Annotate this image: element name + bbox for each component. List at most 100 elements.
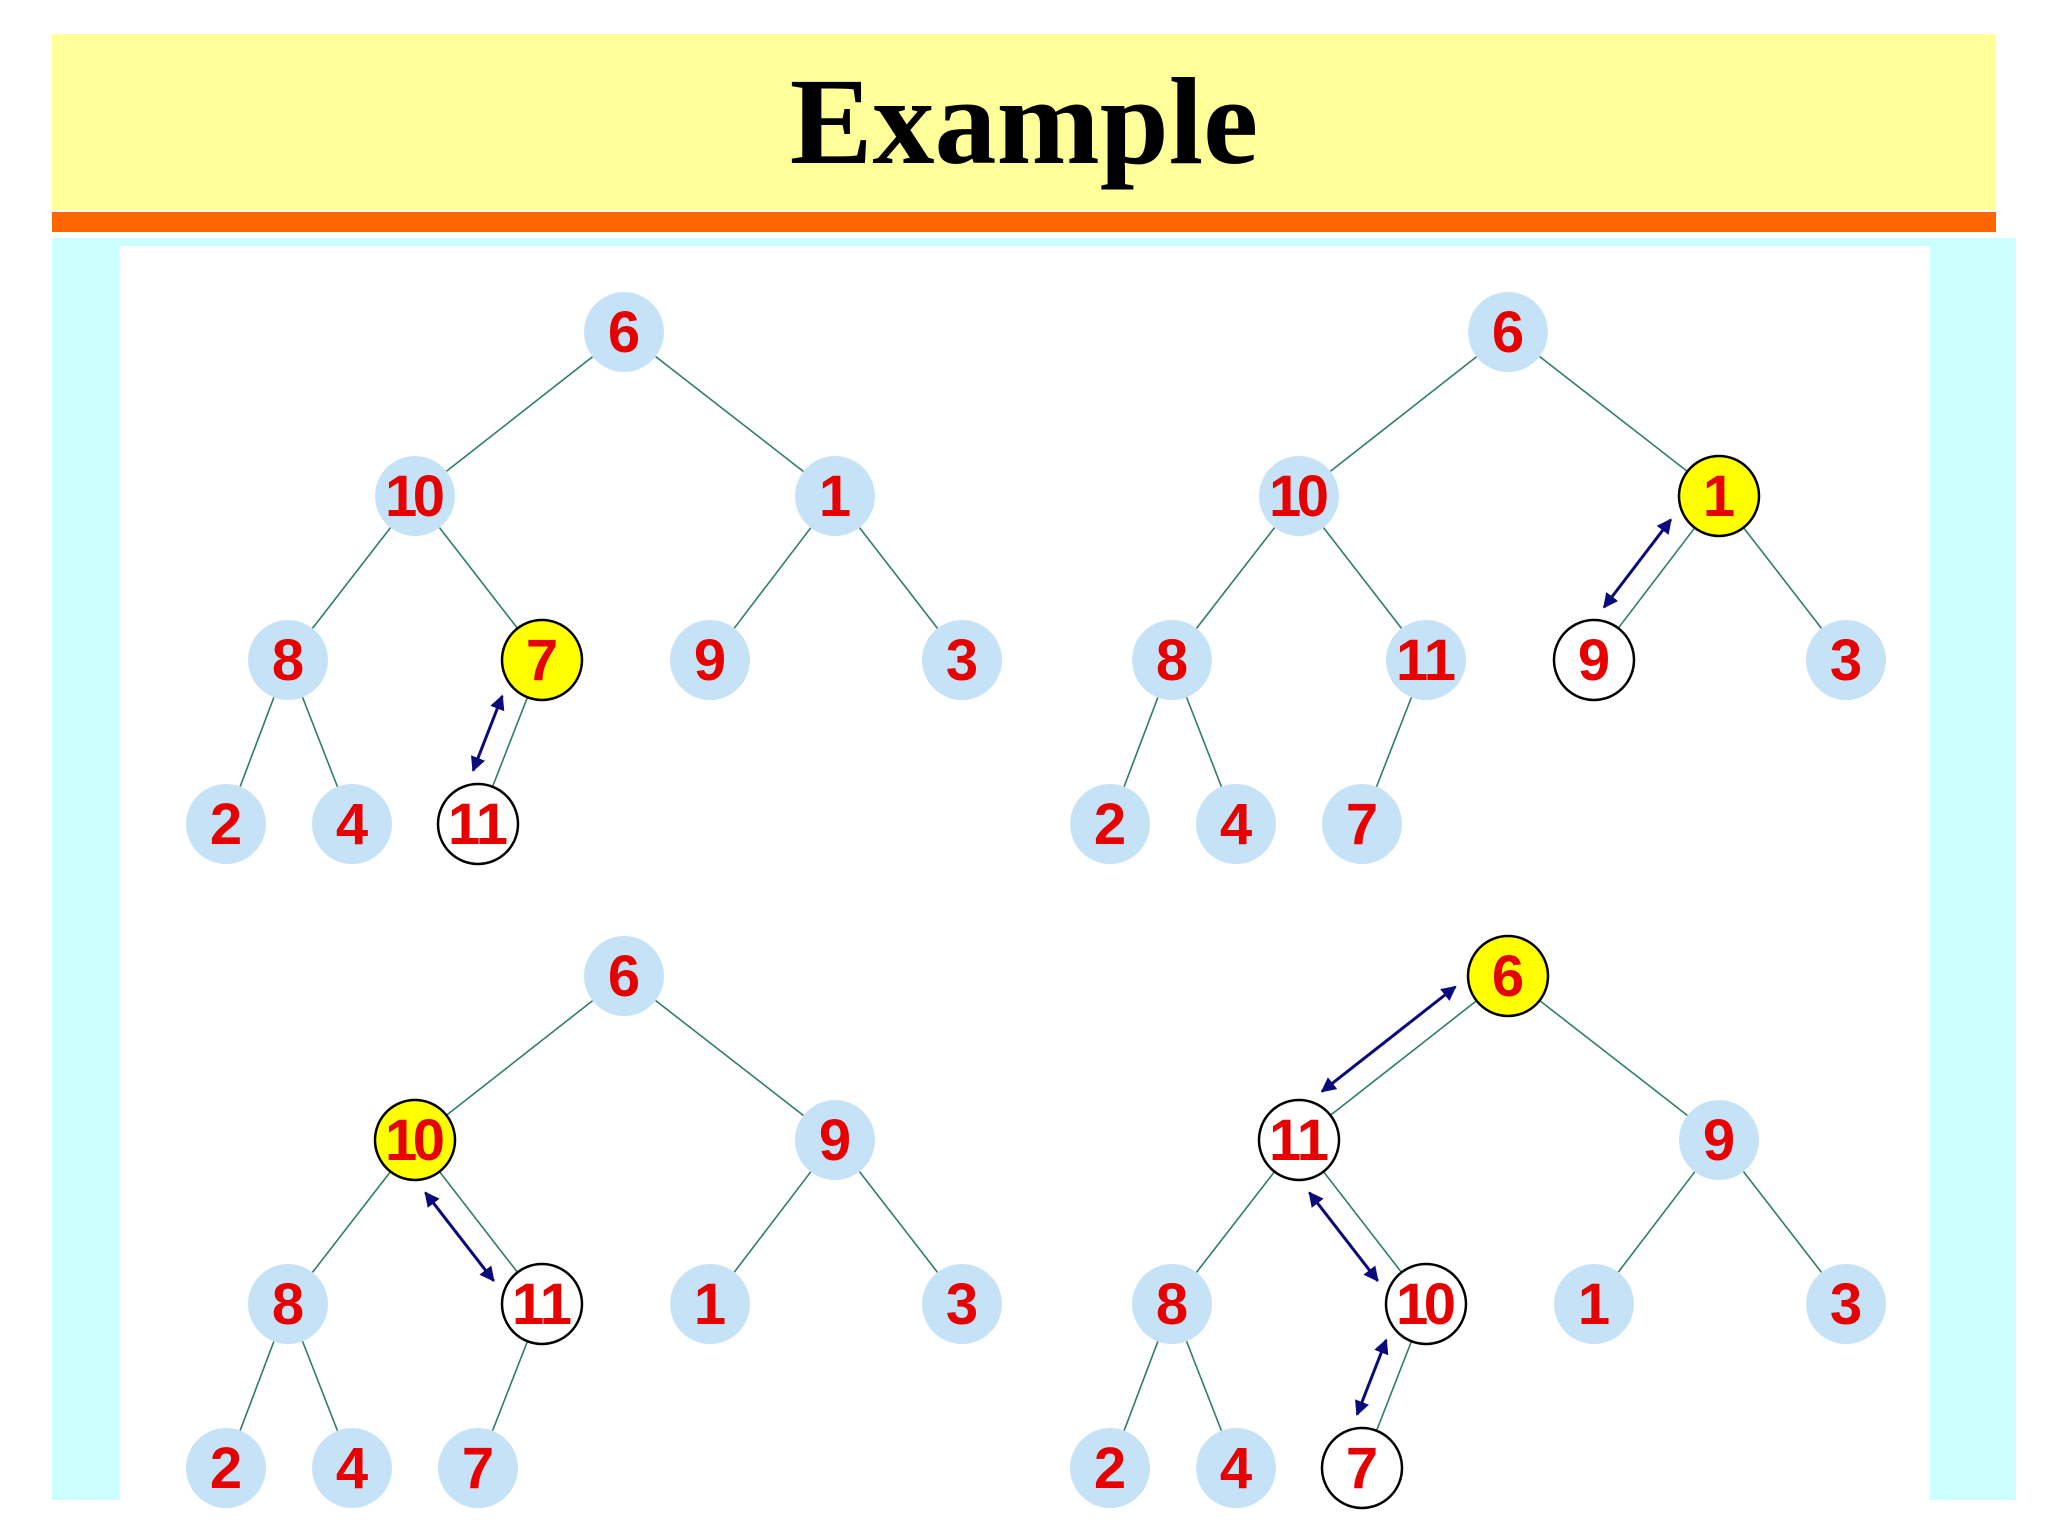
heap-node-circle [1806,620,1886,700]
heap-node-circle [795,1100,875,1180]
heap-node-label: 7 [1346,792,1378,857]
tree-edge [1123,1341,1159,1431]
heap-node-circle [922,620,1002,700]
tree-edge [1539,355,1688,473]
heap-node-label: 7 [462,1436,494,1501]
tree-edge [1329,1000,1478,1116]
tree-edge [1375,696,1413,788]
tree-edge [239,1341,275,1431]
heap-node-label: 11 [512,1272,572,1337]
heap-node-label: 6 [1492,300,1524,365]
tree-edge [1185,1340,1223,1432]
tree-edge [1329,356,1478,472]
heap-node-label: 8 [272,1272,304,1337]
heap-node-circle [1554,1264,1634,1344]
swap-arrow [1308,1191,1379,1282]
tree-edge [1742,1171,1823,1273]
heap-node-circle [1132,1264,1212,1344]
heap-node-label: 9 [694,628,726,693]
tree-edge [1123,697,1159,787]
tree-edge [1185,696,1223,788]
tree-edge [655,999,804,1117]
heap-node-circle [1070,784,1150,864]
heap-node-label: 4 [1220,792,1252,857]
tree-edge [1539,999,1688,1117]
heap-node-circle [1320,1426,1404,1510]
heap-node-label: 8 [1156,628,1188,693]
title-bar: Example [52,34,1996,210]
heap-node-label: 9 [819,1108,851,1173]
heap-node-label: 4 [1220,1436,1252,1501]
heap-node-label: 9 [1578,628,1610,693]
heap-node-label: 1 [819,464,851,529]
tree-edge [733,1171,812,1273]
heap-node-label: 10 [385,1108,445,1173]
heap-node-circle [373,1098,457,1182]
heap-node-label: 3 [1830,628,1862,693]
heap-node-label: 2 [1094,1436,1126,1501]
heap-node-circle [438,1428,518,1508]
heap-node-label: 7 [526,628,558,693]
heap-node-circle [500,1262,584,1346]
heap-node-circle [312,1428,392,1508]
heap-node-label: 11 [448,792,508,857]
heap-node-circle [248,620,328,700]
heap-node-circle [312,784,392,864]
heap-node-label: 8 [272,628,304,693]
heap-node-circle [248,1264,328,1344]
heap-node-circle [1257,1098,1341,1182]
swap-arrow [1320,985,1457,1093]
tree-edge [1322,1171,1403,1273]
heap-node-label: 1 [1703,464,1735,529]
heap-node-label: 3 [946,1272,978,1337]
heap-node-label: 10 [1396,1272,1456,1337]
heap-node-circle [795,456,875,536]
tree-edge [1617,1171,1696,1273]
heap-node-circle [436,782,520,866]
tree-edge [1195,527,1276,629]
heap-node-circle [1259,456,1339,536]
heap-node-circle [1552,618,1636,702]
heap-node-circle [584,292,664,372]
tree-edge [858,1171,939,1273]
heap-node-circle [670,1264,750,1344]
heap-node-circle [1466,934,1550,1018]
tree-edge [858,527,939,629]
heap-node-label: 8 [1156,1272,1188,1337]
heap-node-label: 10 [385,464,445,529]
tree-edge [655,355,804,473]
heap-node-circle [1322,784,1402,864]
tree-edge [301,696,339,788]
heap-node-label: 2 [210,1436,242,1501]
heap-node-label: 6 [608,944,640,1009]
swap-arrow [1602,518,1673,609]
heap-node-circle [1070,1428,1150,1508]
heap-node-label: 3 [946,628,978,693]
heap-node-label: 2 [210,792,242,857]
heap-node-circle [186,1428,266,1508]
tree-edge [1322,527,1403,629]
swap-arrow [1355,1338,1389,1416]
swap-arrow [424,1191,495,1282]
heap-node-label: 4 [336,1436,368,1501]
heap-node-label: 11 [1269,1108,1329,1173]
heap-node-label: 1 [1578,1272,1610,1337]
heap-node-circle [375,456,455,536]
tree-edge [438,527,519,629]
heap-node-circle [922,1264,1002,1344]
heap-node-circle [1196,784,1276,864]
tree-edge [445,356,594,472]
heap-node-circle [1806,1264,1886,1344]
heap-node-circle [1132,620,1212,700]
heap-node-circle [1679,1100,1759,1180]
title-underline [52,212,1996,232]
heap-node-circle [1384,1262,1468,1346]
heap-node-label: 7 [1346,1436,1378,1501]
heap-node-label: 10 [1269,464,1329,529]
heap-node-label: 6 [608,300,640,365]
swap-arrow [471,694,505,772]
